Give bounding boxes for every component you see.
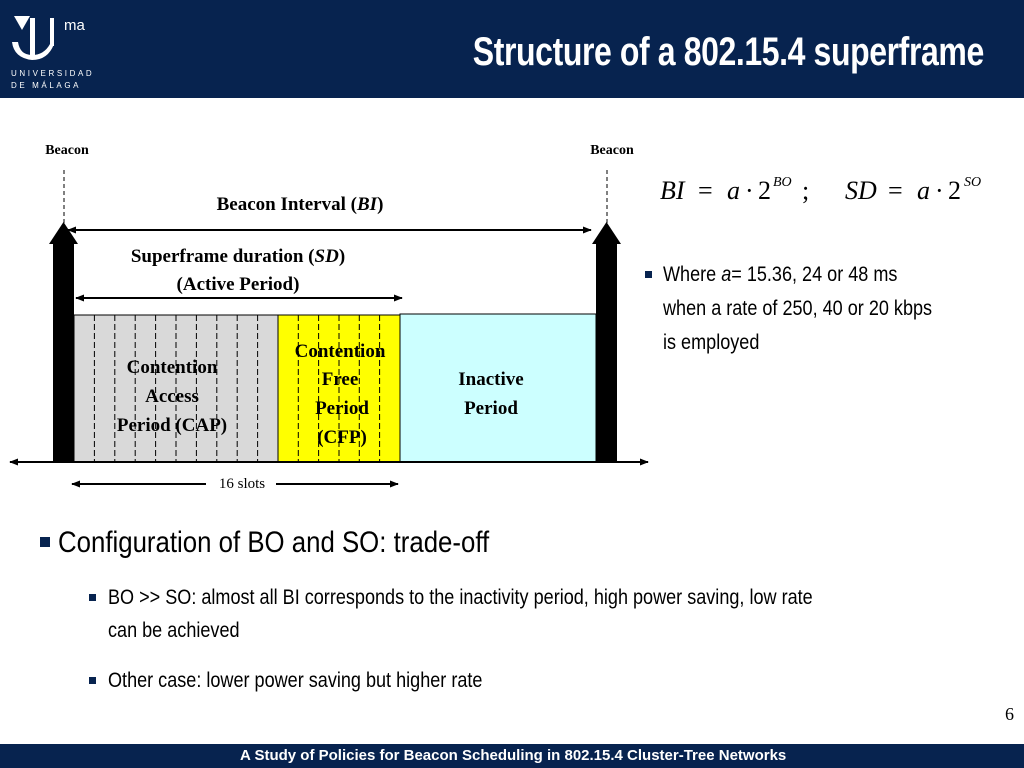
sub-bullet-1-icon — [89, 594, 96, 601]
cfp-label-line4: (CFP) — [317, 427, 367, 448]
cap-label-line1: Contention — [127, 357, 218, 378]
cap-label-line2: Access — [145, 386, 199, 407]
university-logo: ma — [12, 16, 85, 60]
formula-eq1: = — [698, 176, 713, 205]
beacon-bar-right — [592, 222, 621, 462]
logo-text: ma — [64, 17, 85, 34]
slide-title: Structure of a 802.15.4 superframe — [472, 30, 984, 74]
formula-eq2: = — [888, 176, 903, 205]
formula-two1: 2 — [758, 176, 771, 205]
note-line2: when a rate of 250, 40 or 20 kbps — [663, 297, 933, 320]
sub-bullet-2-icon — [89, 677, 96, 684]
superframe-diagram: Beacon Beacon Beacon Interval (BI) Super… — [9, 143, 649, 492]
footer-bar: A Study of Policies for Beacon Schedulin… — [0, 744, 1024, 768]
formula-bi: BI — [660, 176, 686, 205]
inactive-label-line2: Period — [464, 398, 518, 419]
sub-bullet-2-text: Other case: lower power saving but highe… — [108, 669, 483, 692]
note-line3: is employed — [663, 331, 760, 354]
inactive-region — [399, 313, 597, 463]
formula-a2: a — [917, 176, 930, 205]
header-bar: ma UNIVERSIDAD DE MÁLAGA Structure of a … — [0, 0, 1024, 98]
beacon-interval-label: Beacon Interval (BI) — [217, 194, 384, 215]
university-name: UNIVERSIDAD DE MÁLAGA — [11, 68, 94, 92]
formula-dot2: · — [935, 176, 944, 205]
cfp-label-line2: Free — [322, 369, 359, 390]
beacon-bar-left — [49, 222, 78, 462]
formula-bo: BO — [773, 175, 792, 190]
formula-dot1: · — [745, 176, 754, 205]
formula: BI = a · 2 BO ; SD = a · 2 SO — [660, 175, 981, 205]
main-bullet-icon — [40, 537, 50, 547]
university-line2: DE MÁLAGA — [11, 81, 82, 90]
university-line1: UNIVERSIDAD — [11, 69, 95, 78]
cfp-label-line1: Contention — [295, 341, 386, 362]
beacon-label-left: Beacon — [45, 143, 89, 158]
slots-label: 16 slots — [219, 476, 265, 492]
beacon-label-right: Beacon — [590, 143, 634, 158]
cap-label-line3: Period (CAP) — [117, 415, 227, 436]
formula-sd: SD — [845, 176, 877, 205]
formula-a1: a — [727, 176, 740, 205]
sub-bullet-1-line2: can be achieved — [108, 619, 240, 642]
sub-bullet-1-line1: BO >> SO: almost all BI corresponds to t… — [108, 586, 813, 609]
superframe-duration-label: Superframe duration (SD) — [131, 246, 345, 267]
formula-two2: 2 — [948, 176, 961, 205]
inactive-label-line1: Inactive — [458, 369, 523, 390]
page-number: 6 — [1005, 704, 1014, 724]
note-line1: Where a= 15.36, 24 or 48 ms — [663, 263, 898, 286]
cfp-slot-dividers — [297, 315, 381, 462]
active-period-label: (Active Period) — [177, 274, 300, 295]
note-bullet-icon — [645, 271, 652, 278]
formula-semicolon: ; — [802, 176, 809, 205]
cfp-label-line3: Period — [315, 398, 369, 419]
footer-text: A Study of Policies for Beacon Schedulin… — [240, 747, 787, 764]
formula-so: SO — [964, 175, 981, 190]
cap-slot-dividers — [93, 315, 259, 462]
main-bullet-text: Configuration of BO and SO: trade-off — [58, 526, 490, 559]
